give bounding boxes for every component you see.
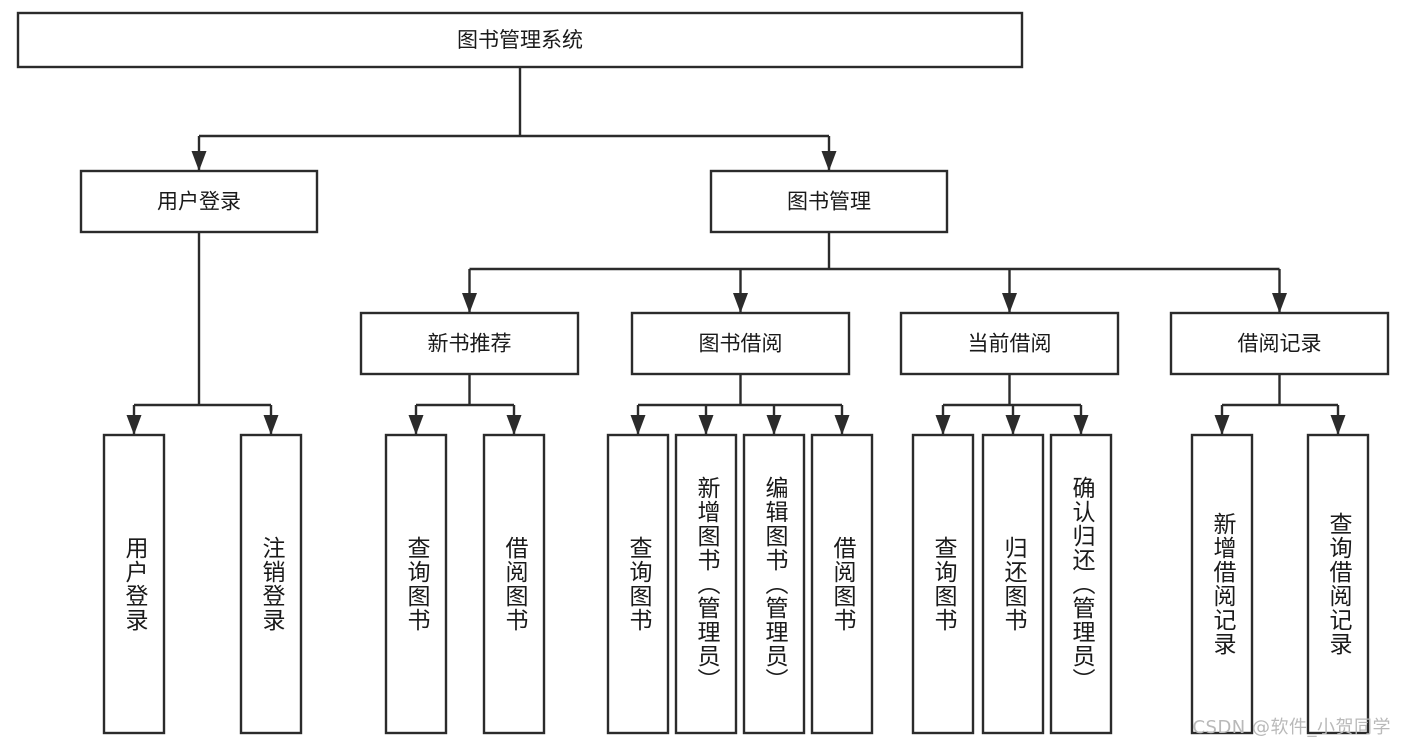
node-label: 当前借阅 — [968, 332, 1052, 356]
leaf-node-leaf-add-book[interactable] — [674, 433, 738, 735]
arrow-down-icon-leaf-edit-book — [766, 415, 782, 435]
arrow-down-icon-leaf-borrow-book-2 — [834, 415, 850, 435]
leaf-node-leaf-logout[interactable] — [239, 433, 303, 735]
node-current-borrow[interactable]: 当前借阅 — [899, 311, 1120, 376]
node-user-login[interactable]: 用户登录 — [79, 169, 319, 234]
watermark-text: CSDN @软件_小贺同学 — [1192, 717, 1391, 738]
arrow-down-icon-leaf-add-book — [698, 415, 714, 435]
leaf-node-rect — [384, 433, 448, 735]
arrow-down-icon-book-manage — [821, 151, 837, 171]
leaf-node-leaf-edit-book[interactable] — [742, 433, 806, 735]
node-label: 新书推荐 — [428, 332, 512, 356]
node-rect — [16, 11, 1024, 69]
arrow-down-icon-leaf-query-book-2 — [630, 415, 646, 435]
arrow-down-icon-book-borrow — [733, 293, 748, 313]
arrow-down-icon-leaf-return-book — [1005, 415, 1021, 435]
leaf-node-leaf-borrow-book-1[interactable] — [482, 433, 546, 735]
leaf-node-rect — [1049, 433, 1113, 735]
arrow-down-icon-leaf-query-book-3 — [935, 415, 951, 435]
node-rect — [899, 311, 1120, 376]
node-label: 用户登录 — [157, 190, 241, 214]
arrow-down-icon-leaf-add-record — [1214, 415, 1230, 435]
arrow-down-icon-leaf-borrow-book-1 — [506, 415, 522, 435]
leaf-node-leaf-add-record[interactable] — [1190, 433, 1254, 735]
node-book-manage[interactable]: 图书管理 — [709, 169, 949, 234]
node-root[interactable]: 图书管理系统 — [16, 11, 1024, 69]
leaf-node-rect — [742, 433, 806, 735]
leaf-node-rect — [810, 433, 874, 735]
arrow-down-icon-current-borrow — [1002, 293, 1017, 313]
leaf-node-rect — [239, 433, 303, 735]
leaf-node-rect — [482, 433, 546, 735]
arrow-down-icon-user-login — [191, 151, 207, 171]
leaf-node-rect — [1190, 433, 1254, 735]
arrow-down-icon-leaf-query-book-1 — [408, 415, 424, 435]
arrow-down-icon-leaf-logout — [263, 415, 279, 435]
leaf-node-rect — [911, 433, 975, 735]
leaf-node-leaf-query-book-3[interactable] — [911, 433, 975, 735]
leaf-node-rect — [1306, 433, 1370, 735]
node-new-book-recommend[interactable]: 新书推荐 — [359, 311, 580, 376]
node-rect — [709, 169, 949, 234]
node-rect — [359, 311, 580, 376]
node-rect — [630, 311, 851, 376]
arrow-down-icon-new-book-recommend — [462, 293, 477, 313]
leaf-node-leaf-query-book-1[interactable] — [384, 433, 448, 735]
leaf-node-leaf-return-book[interactable] — [981, 433, 1045, 735]
leaf-node-rect — [102, 433, 166, 735]
node-borrow-record[interactable]: 借阅记录 — [1169, 311, 1390, 376]
leaf-node-leaf-user-login[interactable] — [102, 433, 166, 735]
leaf-node-leaf-query-record[interactable] — [1306, 433, 1370, 735]
leaf-node-rect — [674, 433, 738, 735]
arrow-down-icon-borrow-record — [1272, 293, 1287, 313]
leaf-node-rect — [981, 433, 1045, 735]
arrow-down-icon-leaf-query-record — [1330, 415, 1346, 435]
leaf-node-leaf-query-book-2[interactable] — [606, 433, 670, 735]
node-label: 图书管理 — [787, 190, 871, 214]
node-label: 图书借阅 — [699, 332, 783, 356]
arrow-down-icon-leaf-confirm-return — [1073, 415, 1089, 435]
leaf-node-leaf-borrow-book-2[interactable] — [810, 433, 874, 735]
node-label: 借阅记录 — [1238, 332, 1322, 356]
arrow-down-icon-leaf-user-login — [126, 415, 142, 435]
node-book-borrow[interactable]: 图书借阅 — [630, 311, 851, 376]
leaf-node-leaf-confirm-return[interactable] — [1049, 433, 1113, 735]
node-rect — [79, 169, 319, 234]
node-rect — [1169, 311, 1390, 376]
leaf-node-rect — [606, 433, 670, 735]
node-label: 图书管理系统 — [457, 28, 583, 52]
